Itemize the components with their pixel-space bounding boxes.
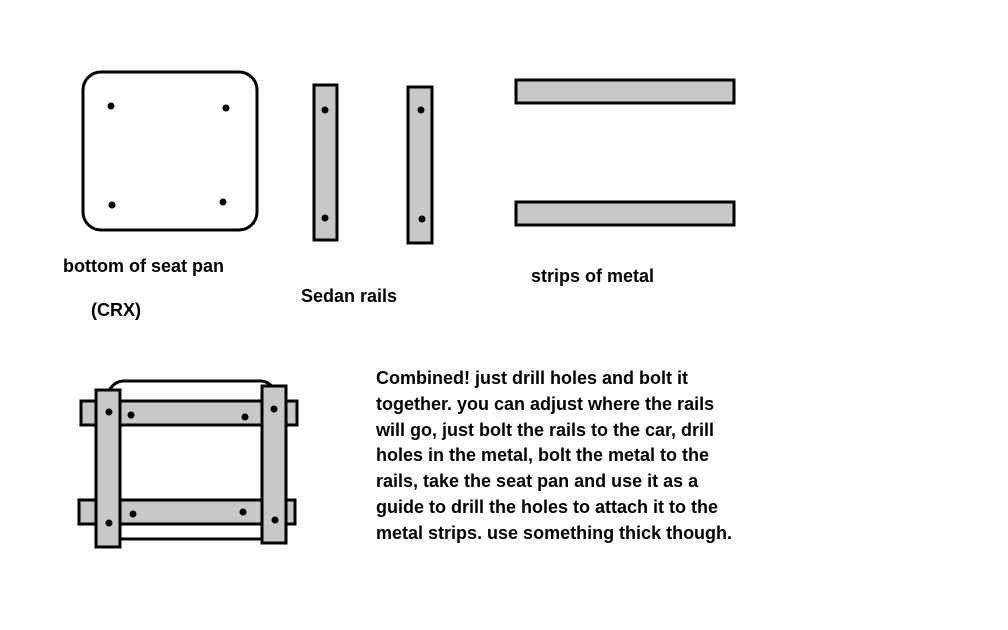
sedan-rails-diagram xyxy=(312,83,434,245)
sedan-rails-label: Sedan rails xyxy=(301,286,398,306)
rail-hole xyxy=(321,106,329,114)
combined-hole xyxy=(239,508,247,516)
seat-pan-model-label: (CRX) xyxy=(91,300,141,320)
seat-pan-hole xyxy=(108,201,116,209)
metal-strips-label: strips of metal xyxy=(531,266,655,286)
sedan-rail-left xyxy=(312,83,339,242)
seat-pan-label: bottom of seat pan xyxy=(63,256,224,276)
seat-pan-outline xyxy=(81,70,259,232)
seat-pan-hole xyxy=(222,104,230,112)
rail-hole xyxy=(321,214,329,222)
metal-strip-bottom xyxy=(514,200,736,227)
seat-pan-hole xyxy=(107,102,115,110)
combined-assembly-diagram xyxy=(77,379,299,549)
combined-hole xyxy=(271,516,279,524)
metal-strip-top xyxy=(514,78,736,105)
combined-hole xyxy=(105,408,113,416)
seat-pan-hole xyxy=(219,198,227,206)
rail-hole xyxy=(418,215,426,223)
combined-hole xyxy=(105,519,113,527)
combined-hole xyxy=(270,405,278,413)
combined-hole xyxy=(129,510,137,518)
combined-hole xyxy=(241,413,249,421)
combined-hole xyxy=(127,411,135,419)
seat-pan-diagram xyxy=(81,70,259,232)
rail-hole xyxy=(417,106,425,114)
metal-strips-diagram xyxy=(514,78,736,227)
assembly-instructions: Combined! just drill holes and bolt it t… xyxy=(376,368,733,543)
